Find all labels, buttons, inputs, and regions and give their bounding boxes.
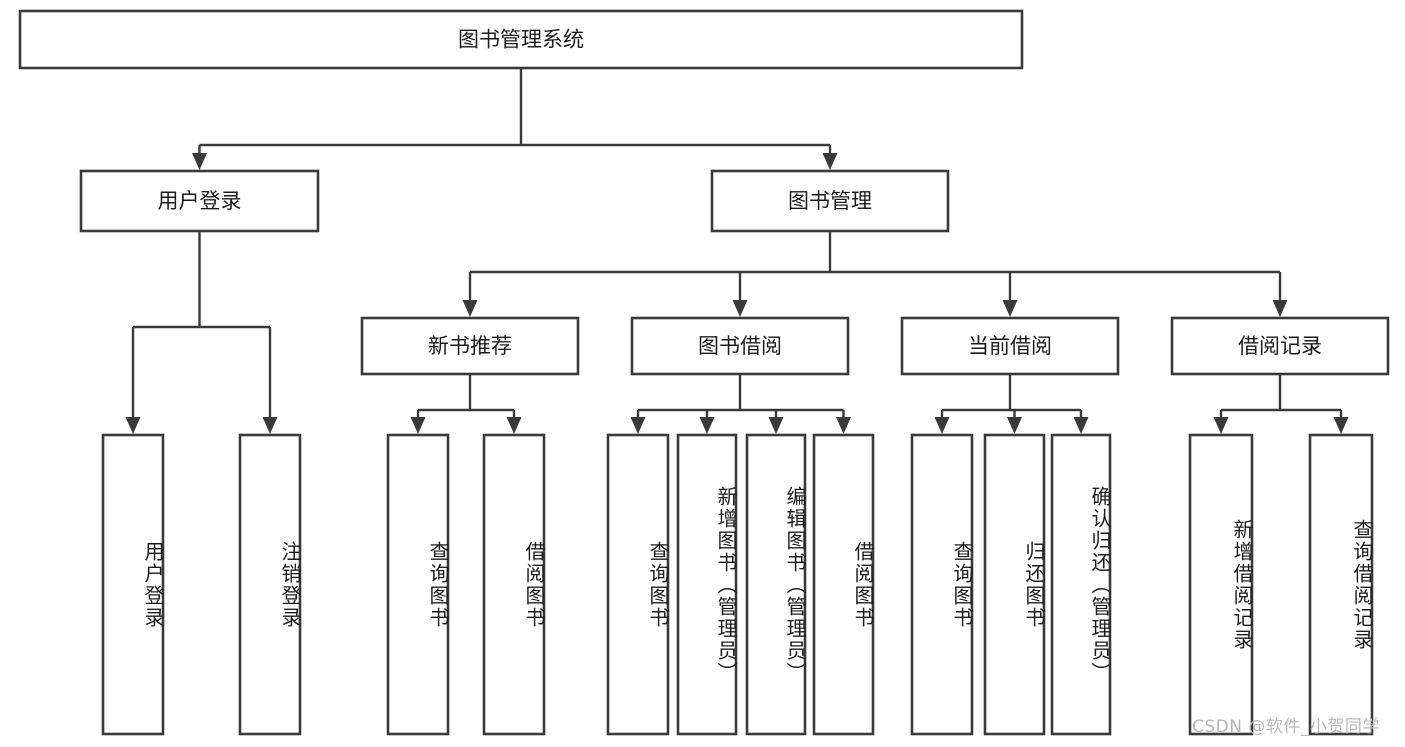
node-box-new-book-recommend[interactable]	[360, 316, 580, 376]
node-label-new-book-recommend: 新书推荐	[428, 334, 512, 358]
arrow-book-borrow-leaf-3	[836, 417, 851, 434]
node-box-leaf-borrow-book-rec[interactable]	[482, 433, 546, 736]
node-box-leaf-user-login[interactable]	[101, 433, 165, 736]
arrow-book-manage-child-3	[1272, 300, 1288, 317]
node-label-borrow-record: 借阅记录	[1238, 334, 1322, 358]
node-box-current-borrow[interactable]	[900, 316, 1120, 376]
node-box-leaf-return-book[interactable]	[983, 433, 1046, 736]
arrow-to-user-login	[192, 153, 207, 170]
arrow-book-borrow-leaf-1	[699, 417, 715, 434]
arrow-book-borrow-leaf-2	[768, 417, 784, 434]
node-box-leaf-edit-book[interactable]	[745, 433, 807, 736]
watermark-text: CSDN @软件_小贺同学	[1192, 717, 1380, 737]
node-box-leaf-query-book-rec[interactable]	[386, 433, 450, 736]
node-label-book-manage: 图书管理	[788, 189, 872, 213]
node-box-book-manage[interactable]	[710, 169, 950, 233]
arrow-user-login-leaf-0	[125, 417, 141, 434]
arrow-to-book-manage	[822, 153, 838, 170]
node-box-leaf-borrow-book-2[interactable]	[812, 433, 875, 736]
arrow-book-manage-child-1	[732, 300, 748, 317]
arrow-book-manage-child-0	[462, 300, 478, 317]
node-box-book-borrow[interactable]	[630, 316, 850, 376]
arrow-user-login-leaf-1	[262, 417, 278, 434]
node-label-book-borrow: 图书借阅	[698, 334, 782, 358]
node-box-borrow-record[interactable]	[1170, 316, 1390, 376]
node-box-leaf-query-book-2[interactable]	[606, 433, 670, 736]
node-label-current-borrow: 当前借阅	[968, 334, 1052, 358]
node-box-leaf-query-book-3[interactable]	[910, 433, 974, 736]
node-label-user-login: 用户登录	[158, 189, 242, 213]
arrow-current-borrow-leaf-1	[1007, 417, 1022, 434]
node-box-leaf-add-record[interactable]	[1188, 433, 1254, 736]
node-box-user-login[interactable]	[79, 169, 320, 233]
node-box-leaf-query-record[interactable]	[1308, 433, 1374, 736]
node-box-leaf-confirm-return[interactable]	[1050, 433, 1112, 736]
arrow-new-book-recommend-leaf-0	[410, 417, 426, 434]
node-box-leaf-add-book[interactable]	[676, 433, 738, 736]
arrow-current-borrow-leaf-0	[934, 417, 950, 434]
node-label-root: 图书管理系统	[458, 28, 584, 52]
arrow-borrow-record-leaf-0	[1213, 417, 1229, 434]
arrow-new-book-recommend-leaf-1	[506, 417, 522, 434]
connectors-layer	[125, 68, 1349, 434]
arrow-book-manage-child-2	[1002, 300, 1018, 317]
node-box-root[interactable]	[18, 9, 1024, 70]
arrow-borrow-record-leaf-1	[1333, 417, 1349, 434]
arrow-current-borrow-leaf-2	[1073, 417, 1089, 434]
boxes-layer	[18, 9, 1390, 736]
node-box-leaf-logout[interactable]	[238, 433, 302, 736]
arrow-book-borrow-leaf-0	[630, 417, 646, 434]
